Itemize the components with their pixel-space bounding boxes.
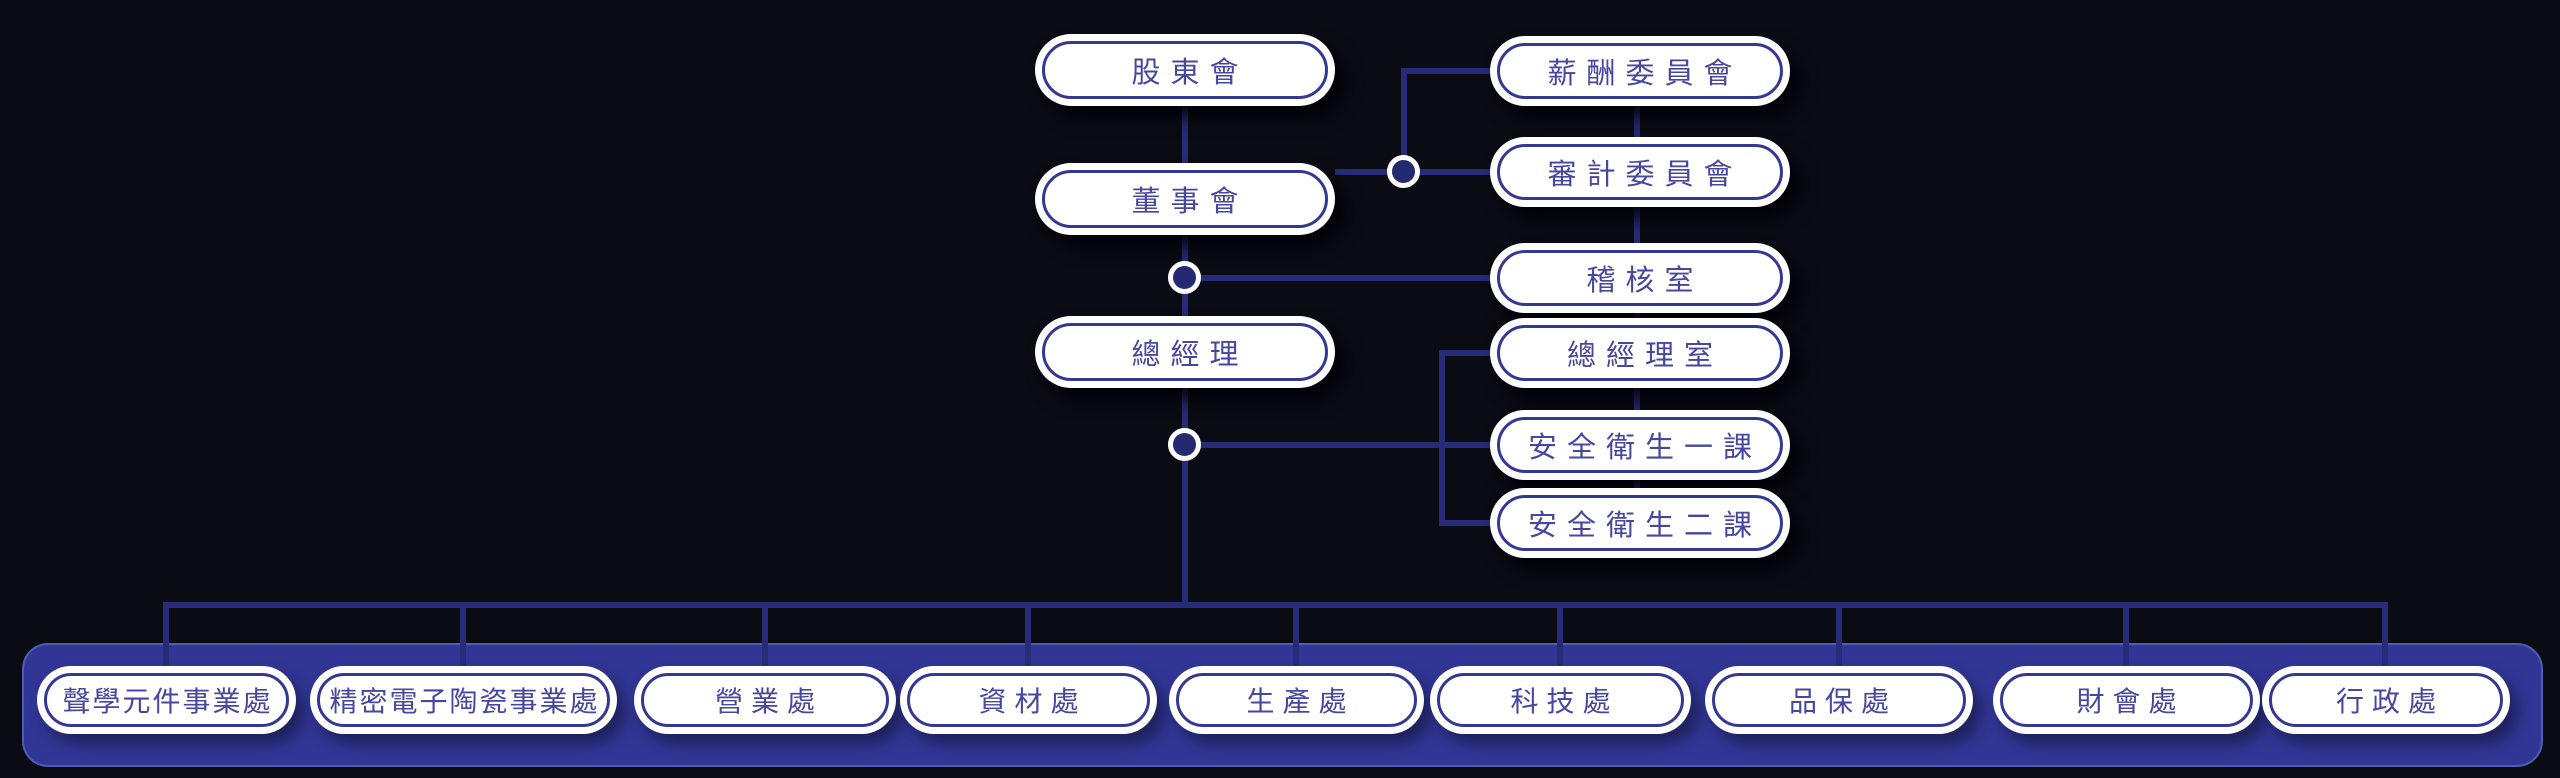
node-audit-committee: 審計委員會 xyxy=(1490,137,1790,207)
node-dept-quality-assurance: 品保處 xyxy=(1705,666,1973,734)
drop-dept-2 xyxy=(460,605,466,668)
connector-junction-safety-row xyxy=(1185,442,1490,448)
distribution-line xyxy=(163,602,2388,608)
node-dept-technology: 科技處 xyxy=(1430,666,1691,734)
node-dept-acoustic-components: 聲學元件事業處 xyxy=(37,666,296,734)
node-president-office: 總經理室 xyxy=(1490,318,1790,388)
drop-dept-5 xyxy=(1293,605,1299,668)
node-president: 總經理 xyxy=(1035,316,1335,388)
node-dept-administration: 行政處 xyxy=(2262,666,2510,734)
drop-dept-1 xyxy=(163,605,169,668)
junction-board-committees xyxy=(1387,155,1420,188)
drop-dept-6 xyxy=(1557,605,1563,668)
junction-president-sub xyxy=(1168,428,1201,461)
drop-dept-9 xyxy=(2382,605,2388,668)
connector-junction-up xyxy=(1401,68,1407,175)
connector-junction-audit-office xyxy=(1185,275,1490,281)
node-dept-sales: 營業處 xyxy=(634,666,896,734)
node-dept-finance-accounting: 財會處 xyxy=(1993,666,2260,734)
node-safety-section-1: 安全衛生一課 xyxy=(1490,410,1790,480)
drop-dept-4 xyxy=(1025,605,1031,668)
node-dept-materials: 資材處 xyxy=(900,666,1157,734)
drop-dept-3 xyxy=(762,605,768,668)
bracket-president-suboffices xyxy=(1439,350,1445,526)
node-dept-precision-ceramics: 精密電子陶瓷事業處 xyxy=(310,666,617,734)
node-audit-office: 稽核室 xyxy=(1490,243,1790,313)
node-board: 董事會 xyxy=(1035,163,1335,235)
connector-audit-auditoffice xyxy=(1634,206,1640,244)
node-safety-section-2: 安全衛生二課 xyxy=(1490,488,1790,558)
connector-shareholders-board xyxy=(1182,104,1188,165)
node-compensation-committee: 薪酬委員會 xyxy=(1490,36,1790,106)
connector-safety1-safety2 xyxy=(1634,479,1640,489)
junction-audit-office xyxy=(1168,261,1201,294)
connector-compensation-audit xyxy=(1634,105,1640,138)
drop-dept-7 xyxy=(1836,605,1842,668)
connector-auditoffice-presoffice xyxy=(1634,312,1640,319)
connector-to-compensation xyxy=(1404,68,1490,74)
node-dept-production: 生產處 xyxy=(1169,666,1424,734)
connector-president-trunk xyxy=(1182,386,1188,608)
stub-president-office xyxy=(1442,350,1490,356)
node-shareholders: 股東會 xyxy=(1035,34,1335,106)
stub-safety-section-2 xyxy=(1442,520,1490,526)
drop-dept-8 xyxy=(2123,605,2129,668)
connector-presoffice-safety1 xyxy=(1634,387,1640,411)
